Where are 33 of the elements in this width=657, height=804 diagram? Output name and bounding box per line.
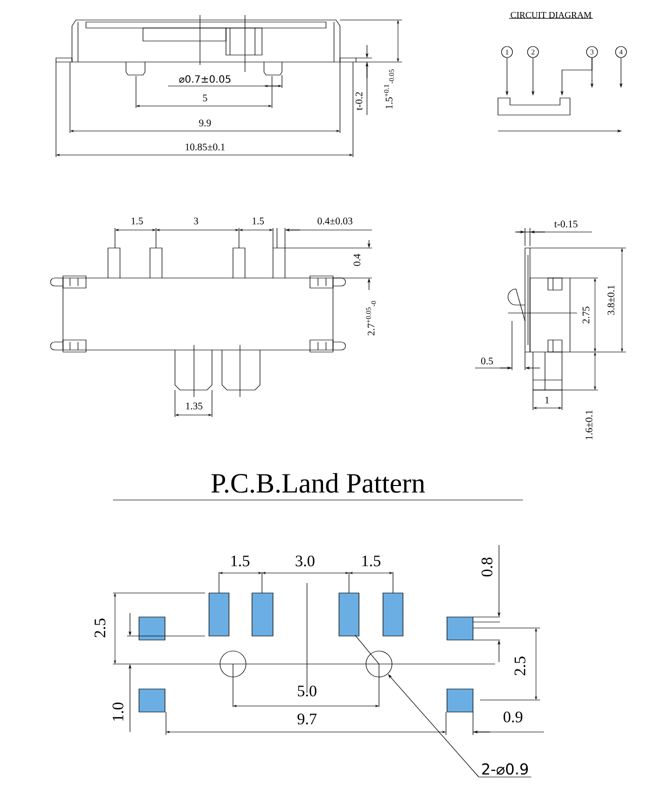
- dimension-label: t-0.2: [356, 92, 362, 110]
- mounting-hole: [220, 650, 246, 678]
- dimension-label: 3.0: [296, 556, 314, 566]
- mounting-hole: [366, 650, 392, 678]
- dimension-label: 1.5: [231, 556, 250, 566]
- dimension-label: ⌀0.7±0.05: [179, 75, 230, 83]
- dimension-label: 0.8: [482, 558, 492, 576]
- dimension-label: 1.35: [186, 402, 202, 410]
- dimension-label: 2.5: [514, 656, 526, 676]
- section-title: P.C.B.Land Pattern: [112, 473, 524, 500]
- dimension-label: 9.7: [298, 714, 317, 724]
- slider-contact: [498, 98, 570, 116]
- callout-label: 2-⌀0.9: [478, 763, 532, 778]
- dimension-label: 1.0: [112, 702, 124, 721]
- dimension-label: 0.4±0.03: [318, 218, 352, 224]
- dimension-label: 1.6±0.1: [586, 410, 592, 440]
- dimension-label: 1.5: [252, 218, 264, 224]
- dimension-label: 3: [194, 218, 198, 224]
- heading: CIRCUIT DIAGRAM: [510, 12, 592, 18]
- dimension-label: 0.5: [481, 358, 493, 364]
- dimension-label: 9.9: [199, 120, 211, 126]
- dimension-label: 1.5: [132, 218, 143, 224]
- dimension-label: 0.4: [354, 254, 360, 266]
- dimension-label: 2.75: [582, 306, 590, 324]
- dimension-label: 5.0: [298, 686, 316, 696]
- dimension-label: 0.9: [504, 712, 522, 722]
- dimension-label: t-0.15: [554, 220, 578, 228]
- dimension-label: 1.5: [362, 556, 380, 566]
- dimension-label: 2.5: [94, 618, 106, 638]
- dimension-label: 10.85±0.1: [186, 144, 225, 150]
- dimension-label: 1: [545, 396, 549, 404]
- dimension-label: 5: [203, 94, 208, 102]
- dimension-label: 3.8±0.1: [608, 285, 614, 315]
